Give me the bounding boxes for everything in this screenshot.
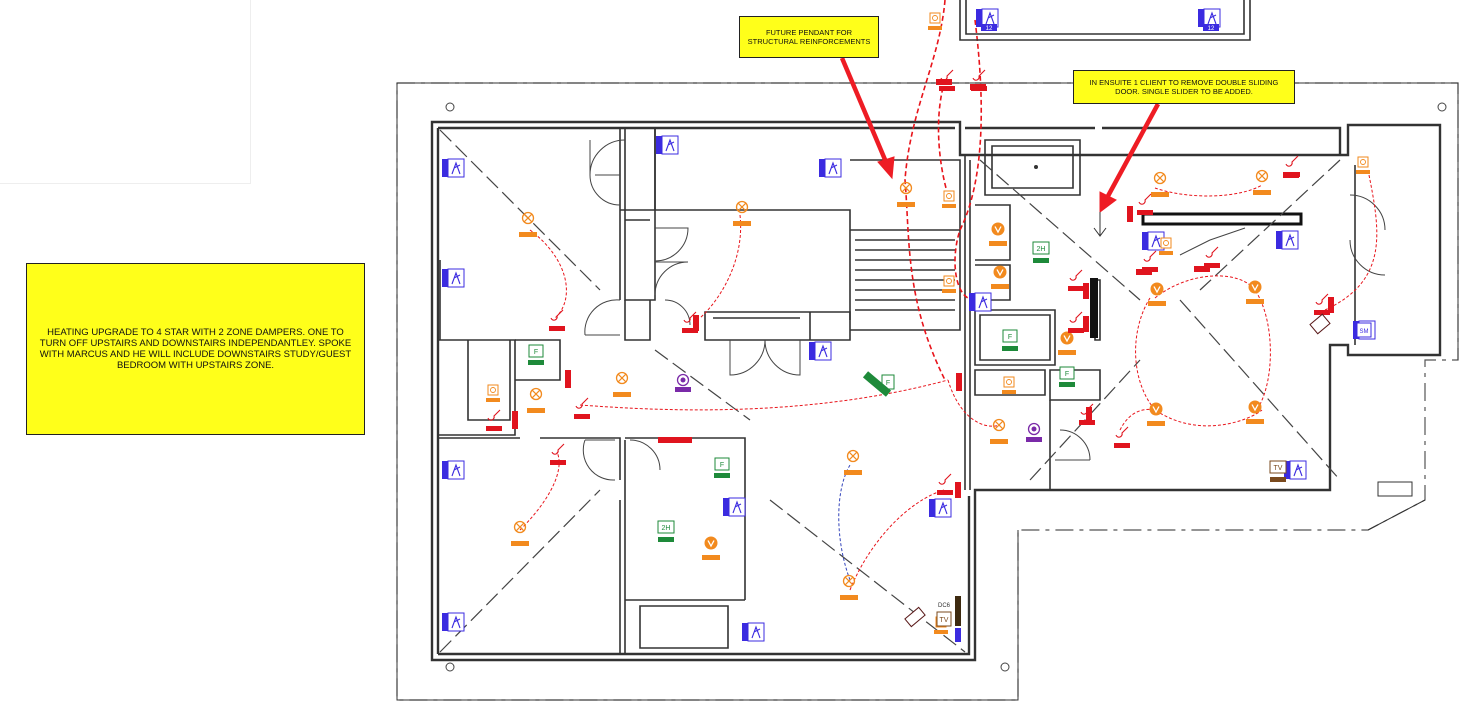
svg-text:F: F [720, 462, 724, 469]
svg-text:F: F [886, 380, 890, 387]
svg-text:F: F [534, 349, 538, 356]
tv-point-icon: TV TV DC6 [936, 460, 1287, 642]
svg-text:SM: SM [1360, 329, 1369, 335]
ensuite-note-text: IN ENSUITE 1 CLIENT TO REMOVE DOUBLE SLI… [1089, 78, 1279, 96]
svg-text:DC6: DC6 [938, 603, 951, 609]
svg-text:12: 12 [986, 26, 993, 32]
ensuite-note: IN ENSUITE 1 CLIENT TO REMOVE DOUBLE SLI… [1073, 70, 1295, 104]
svg-text:2H: 2H [1037, 246, 1046, 253]
heating-note-text: HEATING UPGRADE TO 4 STAR WITH 2 ZONE DA… [39, 327, 352, 371]
svg-text:F: F [1008, 334, 1012, 341]
blank-panel [0, 0, 251, 184]
smoke-alarm-icon [675, 313, 1331, 628]
svg-text:F: F [1065, 371, 1069, 378]
pendant-note-text: FUTURE PENDANT FOR STRUCTURAL REINFORCEM… [747, 28, 871, 46]
exhaust-fan-icon: F F F F F [528, 329, 1075, 478]
heater-icon: 2H 2H [657, 241, 1050, 542]
svg-text:TV: TV [940, 617, 949, 624]
heating-upgrade-note: HEATING UPGRADE TO 4 STAR WITH 2 ZONE DA… [26, 263, 365, 435]
pendant-note: FUTURE PENDANT FOR STRUCTURAL REINFORCEM… [739, 16, 879, 58]
svg-text:2H: 2H [662, 525, 671, 532]
svg-text:TV: TV [1274, 465, 1283, 472]
svg-text:12: 12 [1208, 26, 1215, 32]
